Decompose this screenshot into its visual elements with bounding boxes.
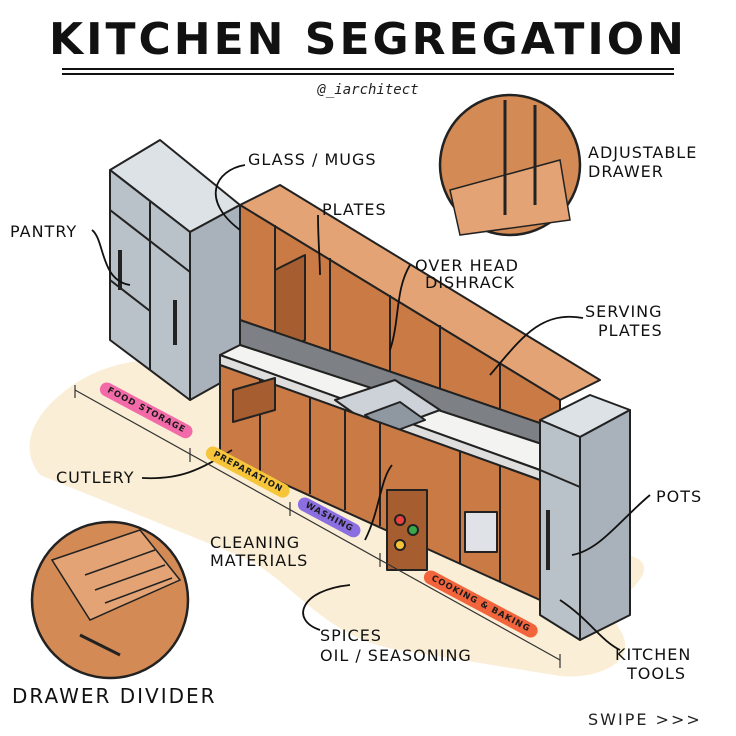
kitchen-tools-label: TOOLS	[627, 664, 687, 683]
swipe-hint[interactable]: SWIPE >>>	[588, 710, 702, 729]
cleaning-materials-label: MATERIALS	[210, 551, 309, 570]
adjustable-label: ADJUSTABLE	[588, 143, 698, 162]
cleaning-label: CLEANING	[210, 533, 301, 552]
countertop	[219, 344, 561, 499]
pantry-label: PANTRY	[10, 222, 78, 241]
over-head-label: OVER HEAD	[415, 256, 519, 275]
spices-label: SPICES	[320, 626, 382, 645]
page-title: KITCHEN SEGREGATION	[49, 14, 687, 65]
serving-label: SERVING	[585, 302, 663, 321]
drawer-divider-label: DRAWER DIVIDER	[12, 684, 217, 708]
dishrack-label: DISHRACK	[425, 273, 516, 292]
title-underline	[62, 68, 674, 70]
kitchen-label: KITCHEN	[615, 645, 692, 664]
adjustable-drawer-inset	[438, 93, 582, 237]
adjustable-drawer-label: DRAWER	[588, 162, 664, 181]
oil-seasoning-label: OIL / SEASONING	[320, 646, 472, 665]
tall-fridge	[539, 394, 631, 641]
leader-lines	[91, 164, 651, 651]
author-handle: @_iarchitect	[317, 82, 419, 98]
drawer-divider-inset	[30, 520, 190, 680]
zone-guides	[74, 385, 561, 668]
plates-label: PLATES	[322, 200, 387, 219]
cutlery-label: CUTLERY	[56, 468, 135, 487]
title-underline-2	[62, 73, 674, 75]
serving-plates-label: PLATES	[598, 321, 663, 340]
lower-cabinets	[219, 364, 541, 601]
glass-mugs-label: GLASS / MUGS	[248, 150, 377, 169]
pots-label: POTS	[656, 487, 703, 506]
